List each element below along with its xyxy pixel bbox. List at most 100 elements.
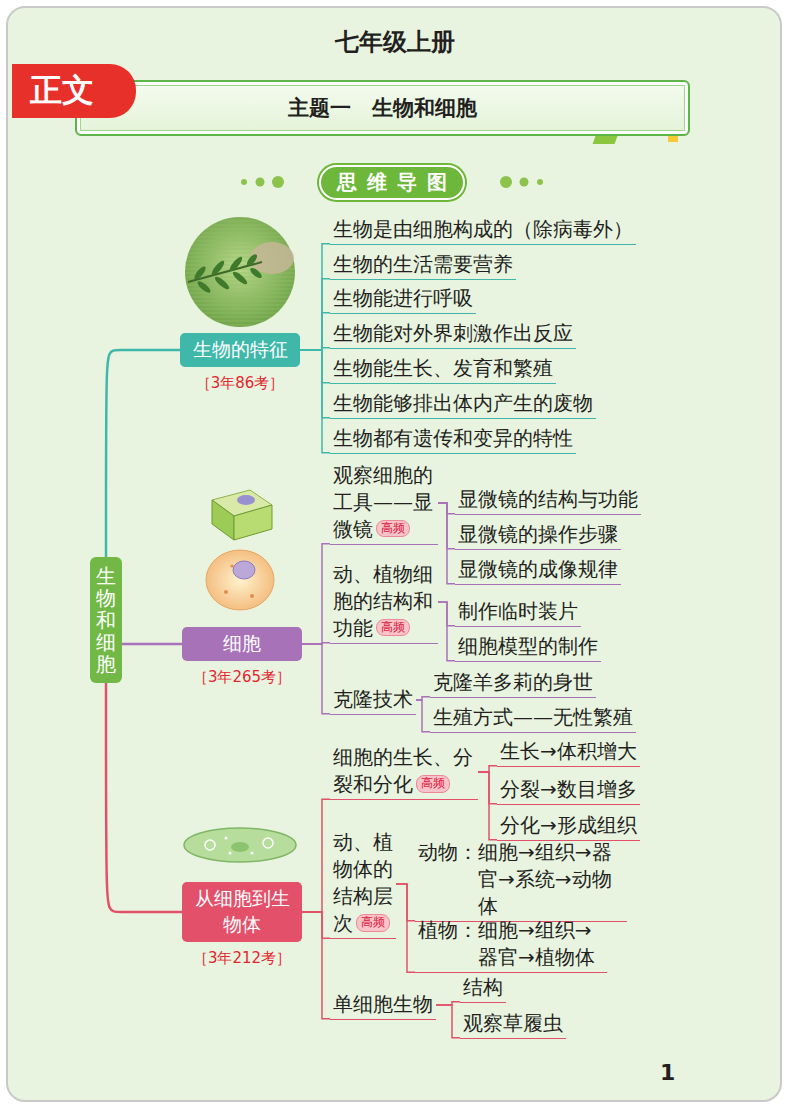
leaf-topic: 生物的生活需要营养 xyxy=(330,251,516,280)
node-text: 分裂→数目增多 xyxy=(500,777,637,801)
node-text: 高频 xyxy=(421,776,445,790)
node-text: 生物是由细胞构成的（除病毒外） xyxy=(333,217,633,241)
leaf-topic: 生长→体积增大 xyxy=(497,738,640,767)
animal-cell-picture xyxy=(206,550,274,610)
node-text: 生长→体积增大 xyxy=(500,739,637,763)
node-text: 正文 xyxy=(30,69,94,113)
node-text: 显微镜的操作步骤 xyxy=(458,522,618,546)
leaf-topic: 分裂→数目增多 xyxy=(497,776,640,805)
paramecium-picture xyxy=(184,828,296,862)
frequency-badge: 高频 xyxy=(376,520,410,538)
topic-banner: 主题一 生物和细胞 xyxy=(75,80,690,136)
frequency-badge: 高频 xyxy=(416,775,450,793)
branch-connector xyxy=(300,350,330,383)
node-text: 高频 xyxy=(381,521,405,535)
branch-connector xyxy=(302,544,330,644)
branch-connector xyxy=(396,884,415,921)
section-tab: 正文 xyxy=(12,64,136,118)
branch-connector xyxy=(106,350,180,557)
node-text: 生物能对外界刺激作出反应 xyxy=(333,321,573,345)
leaf-topic: 制作临时装片 xyxy=(455,598,581,627)
node-text: 生物能生长、发育和繁殖 xyxy=(333,356,553,380)
branch-connector xyxy=(438,503,455,584)
branch-connector xyxy=(478,766,497,772)
leaf-topic: 生物能生长、发育和繁殖 xyxy=(330,355,556,384)
leaf-topic: 动、植物体的结构层次高频 xyxy=(330,829,396,939)
node-text: 生物能够排出体内产生的废物 xyxy=(333,391,593,415)
leaf-topic: 植物：细胞→组织→器官→植物体 xyxy=(415,917,607,973)
leaf-topic: 生殖方式——无性繁殖 xyxy=(430,704,636,733)
exam-count: ［3年265考］ xyxy=(193,667,291,687)
mind-map-heading: 思维导图 xyxy=(319,165,465,200)
branch-topic-box: 生物的特征［3年86考］ xyxy=(180,333,300,367)
node-text: 克隆羊多莉的身世 xyxy=(433,670,593,694)
leaf-topic: 细胞的生长、分裂和分化高频 xyxy=(330,744,478,800)
branch-connector xyxy=(300,279,330,350)
branch-connector xyxy=(300,313,330,350)
node-text: 显微镜的成像规律 xyxy=(458,557,618,581)
branch-topic-box: 细胞［3年265考］ xyxy=(182,627,302,661)
exam-count: ［3年86考］ xyxy=(196,373,285,393)
frequency-badge: 高频 xyxy=(356,914,390,932)
node-text: 制作临时装片 xyxy=(458,599,578,623)
leaf-topic: 克隆羊多莉的身世 xyxy=(430,669,596,698)
leaf-picture xyxy=(185,217,295,327)
branch-connector xyxy=(106,683,182,912)
leaf-topic: 生物能对外界刺激作出反应 xyxy=(330,320,576,349)
node-text: 生物的特征 xyxy=(193,338,288,360)
leaf-topic: 动、植物细胞的结构和功能高频 xyxy=(330,561,438,644)
frequency-badge: 高频 xyxy=(376,619,410,637)
leaf-topic: 分化→形成组织 xyxy=(497,812,640,841)
page-title: 七年级上册 xyxy=(0,26,790,58)
leaf-topic: 生物能够排出体内产生的废物 xyxy=(330,390,596,419)
leaf-topic: 显微镜的结构与功能 xyxy=(455,486,641,515)
branch-connector xyxy=(302,799,330,912)
node-text: 动物：细胞→组织→器官→系统→动物体 xyxy=(418,840,612,918)
node-text: 结构 xyxy=(463,975,503,999)
branch-connector xyxy=(302,912,330,1019)
branch-connector xyxy=(302,912,330,938)
exam-count: ［3年212考］ xyxy=(193,948,291,968)
node-text: 主题一 生物和细胞 xyxy=(288,94,477,122)
node-text: 生物能进行呼吸 xyxy=(333,286,473,310)
leaf-topic: 克隆技术 xyxy=(330,686,416,715)
leaf-topic: 动物：细胞→组织→器官→系统→动物体 xyxy=(415,839,627,922)
node-text: 显微镜的结构与功能 xyxy=(458,487,638,511)
leaf-topic: 单细胞生物 xyxy=(330,991,436,1020)
branch-connector xyxy=(438,602,455,661)
node-text: 细胞模型的制作 xyxy=(458,634,598,658)
branch-connector xyxy=(436,1005,460,1038)
node-text: 从细胞到生物体 xyxy=(195,887,290,935)
node-text: 细胞的生长、分裂和分化 xyxy=(333,745,473,796)
leaf-topic: 生物是由细胞构成的（除病毒外） xyxy=(330,216,636,245)
branch-connector xyxy=(416,700,430,732)
branch-connector xyxy=(300,350,330,453)
leaf-topic: 生物都有遗传和变异的特性 xyxy=(330,425,576,454)
branch-connector xyxy=(302,644,330,714)
leaf-topic: 观察细胞的工具——显微镜高频 xyxy=(330,462,438,545)
node-text: 生殖方式——无性繁殖 xyxy=(433,705,633,729)
node-text: 克隆技术 xyxy=(333,687,413,711)
node-text: 单细胞生物 xyxy=(333,992,433,1016)
branch-connector xyxy=(300,244,330,350)
leaf-topic: 显微镜的成像规律 xyxy=(455,556,621,585)
node-text: 生物都有遗传和变异的特性 xyxy=(333,426,573,450)
leaf-topic: 结构 xyxy=(460,974,506,1003)
branch-connector xyxy=(396,884,415,972)
branch-connector xyxy=(122,643,182,646)
branch-connector xyxy=(478,772,497,804)
page-card xyxy=(7,7,781,1101)
page-number: 1 xyxy=(660,1060,675,1085)
plant-cell-picture xyxy=(212,490,272,540)
branch-connector xyxy=(478,772,497,840)
node-text: 植物：细胞→组织→器官→植物体 xyxy=(418,918,595,969)
branch-topic-box: 从细胞到生物体［3年212考］ xyxy=(182,882,302,941)
node-text: 思维导图 xyxy=(337,170,457,194)
root-topic-box: 生物和细胞 xyxy=(90,557,122,683)
node-text: 分化→形成组织 xyxy=(500,813,637,837)
node-text: 高频 xyxy=(361,915,385,929)
node-text: 细胞 xyxy=(223,632,261,654)
leaf-topic: 观察草履虫 xyxy=(460,1010,566,1039)
node-text: 生物的生活需要营养 xyxy=(333,252,513,276)
